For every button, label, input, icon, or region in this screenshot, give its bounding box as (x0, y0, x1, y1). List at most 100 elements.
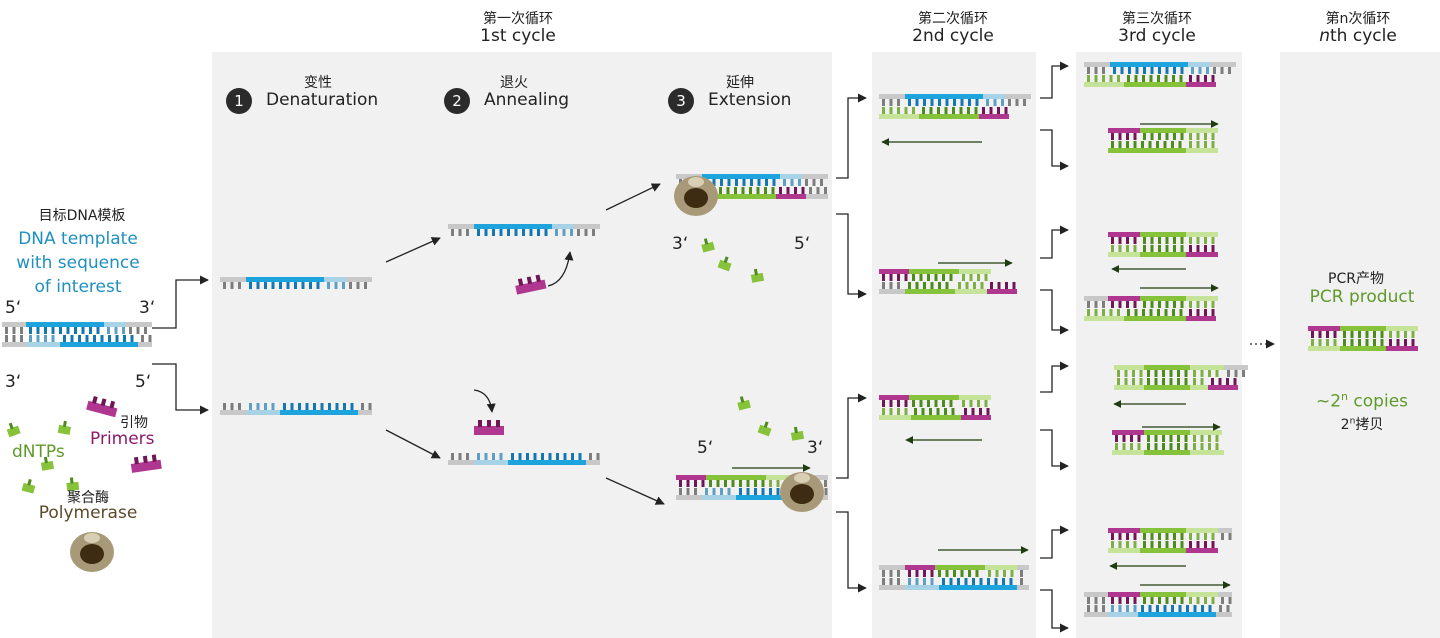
anneal-bottom-curved-arrow (473, 389, 496, 413)
ext-bottom-polymerase (780, 472, 824, 512)
ext-top-5prime: 5‘ (794, 234, 811, 254)
template-3prime-top: 3‘ (139, 298, 156, 318)
copies-word: copies (1348, 391, 1409, 412)
copies-base: ~2 (1315, 391, 1342, 412)
c3-duplex-7-bottom (1108, 541, 1218, 553)
c2-duplex-3-top (879, 395, 991, 407)
step2-title-zh: 退火 (500, 75, 528, 91)
template-title-en-line1: DNA template (18, 229, 138, 249)
arrow-c2-c3-3b (1040, 429, 1069, 471)
denat-top-strand (220, 277, 372, 289)
product-label-zh: PCR产物 (1328, 271, 1384, 287)
cycle3-title-en: 3rd cycle (1118, 26, 1196, 46)
pcr-product-duplex-bottom (1308, 339, 1418, 351)
denat-bottom-strand (220, 403, 372, 415)
dna-strands (2, 62, 1418, 617)
ext-bottom-5prime: 5‘ (697, 438, 714, 458)
step2-title-en: Annealing (484, 90, 570, 110)
cyclen-title-rest: th cycle (1330, 26, 1397, 46)
c2-duplex-2-bottom (879, 282, 1017, 294)
template-5prime-bottom: 5‘ (135, 372, 152, 392)
legend-dntp-5 (66, 477, 80, 491)
c3-duplex-3-bottom (1108, 245, 1218, 257)
cycle2-panel (872, 52, 1036, 638)
dntps-label: dNTPs (12, 442, 65, 462)
template-3prime-bottom: 3‘ (5, 372, 22, 392)
arrow-anneal-ext-top (605, 183, 661, 211)
legend-polymerase (70, 532, 114, 572)
c2-duplex-4-top (879, 565, 1029, 577)
arrow-c2-c3-2a (1040, 225, 1069, 259)
primers-label-zh: 引物 (120, 415, 148, 431)
arrow-denat-anneal-bottom (385, 429, 441, 459)
arrow-c2-c3-1b (1040, 129, 1069, 171)
step3-title-en: Extension (708, 90, 792, 110)
c3-duplex-1-bottom (1084, 75, 1216, 87)
legend-dntp-4 (21, 479, 36, 494)
c3-duplex-8-bottom (1084, 605, 1232, 617)
c2-duplex-3-bottom (879, 408, 991, 420)
ext-dntp-2 (717, 256, 732, 272)
c3-duplex-6-top (1112, 430, 1222, 442)
ext-top-duplex-top (676, 174, 828, 186)
cycle1-panel (212, 52, 832, 638)
arrow-c2-c3-4a (1040, 525, 1069, 559)
arrow-c1-c2-1 (836, 93, 867, 179)
product-copies-en: ~2n copies (1316, 390, 1408, 412)
anneal-top-strand (448, 224, 600, 236)
arrow-denat-anneal-top (385, 237, 441, 263)
c3-duplex-4-bottom (1084, 309, 1216, 321)
c3-duplex-2-top (1108, 128, 1218, 140)
arrow-c1-c2-4 (836, 511, 867, 593)
arrow-template-up (152, 275, 209, 329)
arrow-c1-c2-2 (836, 213, 867, 299)
template-duplex-top (2, 322, 152, 334)
cycle2-title-en: 2nd cycle (912, 26, 994, 46)
cycle3-title-zh: 第三次循环 (1122, 11, 1192, 27)
polymerase-label-en: Polymerase (38, 503, 138, 523)
c3-duplex-5-bottom (1114, 378, 1238, 390)
arrow-c2-c3-2b (1040, 289, 1069, 335)
diagram-extras (6, 61, 1275, 633)
legend-primer-2 (130, 454, 162, 473)
ext-dntp-5 (757, 421, 772, 437)
c3-duplex-2-bottom (1108, 141, 1218, 153)
ext-dntp-6 (790, 426, 805, 441)
product-label-en: PCR product (1309, 287, 1415, 307)
cyclen-title-zh: 第n次循环 (1325, 11, 1391, 27)
legend-dntp-2 (57, 420, 71, 435)
c2-duplex-4-bottom (879, 578, 1029, 590)
template-title-en-line3: of interest (34, 277, 122, 297)
ext-dntp-1 (701, 238, 715, 253)
arrow-c2-c3-4b (1040, 589, 1069, 633)
step3-title-zh: 延伸 (726, 75, 754, 91)
arrow-template-down (152, 363, 209, 415)
anneal-top-curved-arrow (547, 251, 574, 287)
polymerase-label-zh: 聚合酶 (67, 490, 109, 506)
c2-duplex-1-bottom (879, 107, 1009, 119)
copies-zh-exp: n (1349, 416, 1356, 427)
anneal-bottom-primer (474, 420, 504, 435)
template-duplex-bottom (2, 335, 152, 347)
product-copies-zh: 2n拷贝 (1341, 414, 1384, 434)
arrow-c1-c2-3 (836, 393, 867, 479)
arrow-anneal-ext-bottom (605, 477, 665, 505)
step1-title-zh: 变性 (304, 75, 332, 91)
c3-duplex-6-bottom (1112, 443, 1224, 455)
legend-dntp-3 (40, 456, 55, 471)
c3-duplex-4-top (1084, 296, 1218, 308)
arrow-c2-c3-1a (1040, 61, 1069, 99)
copies-exp: n (1341, 390, 1349, 403)
step2-number: 2 (444, 88, 470, 114)
ext-top-polymerase (674, 176, 718, 216)
c3-duplex-8-top (1084, 592, 1232, 604)
template-title-zh: 目标DNA模板 (38, 208, 126, 224)
cycle2-title-zh: 第二次循环 (918, 11, 988, 27)
c3-duplex-1-top (1084, 62, 1236, 74)
legend-primer-1 (86, 396, 118, 418)
pcr-product-duplex-top (1308, 326, 1418, 338)
arrow-c2-c3-3a (1040, 361, 1069, 393)
primers-label-en: Primers (90, 429, 155, 449)
copies-zh-base: 2 (1340, 417, 1350, 433)
anneal-bottom-strand (448, 453, 600, 465)
